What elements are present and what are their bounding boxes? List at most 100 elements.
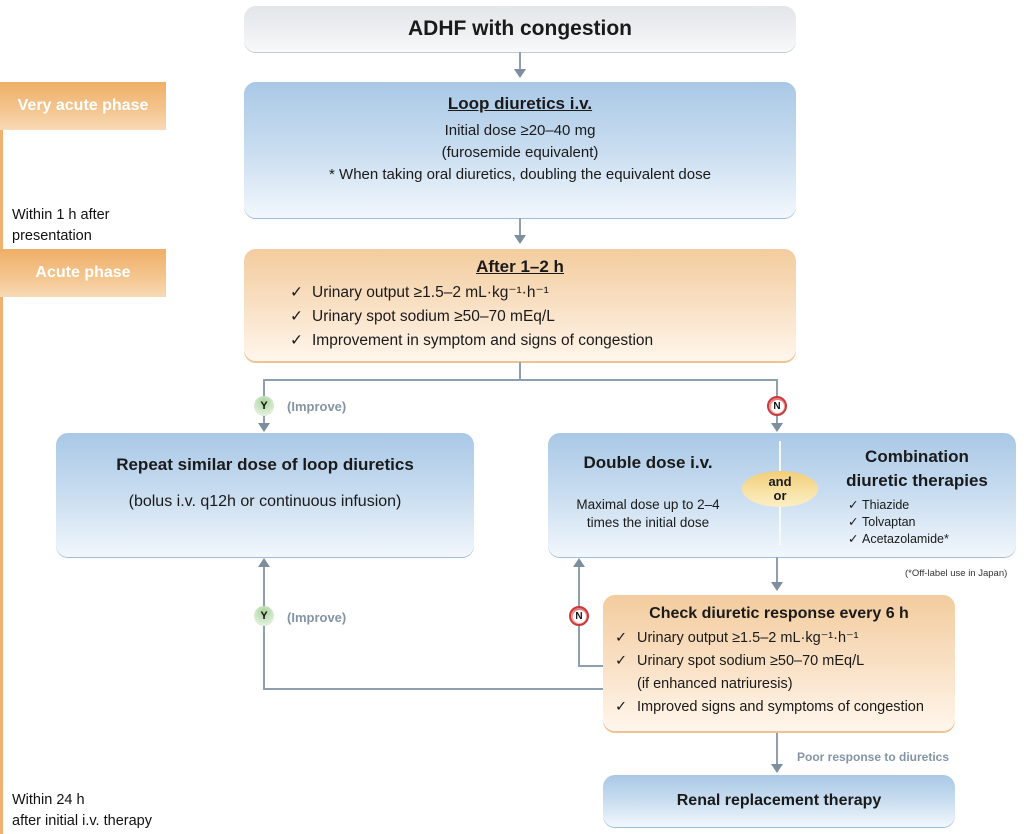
double-dose-line: times the initial dose: [586, 515, 710, 530]
phase-very-acute: Very acute phase: [0, 82, 166, 130]
renal-title: Renal replacement therapy: [676, 792, 882, 809]
after-1-2h-box: After 1–2 h ✓ Urinary output ≥1.5–2 mL·kg…: [244, 249, 796, 361]
badge-text: N: [770, 399, 784, 413]
connector-line: [776, 557, 778, 583]
arrow-up-icon: [258, 558, 270, 567]
loop-back-line-no: [578, 665, 603, 667]
phase-label: Acute phase: [35, 264, 131, 281]
loop-diuretics-dose: Initial dose ≥20–40 mg: [444, 122, 596, 139]
off-label-footnote: (*Off-label use in Japan): [905, 568, 1008, 579]
arrow-down-icon: [514, 235, 526, 244]
and-or-connector: and or: [742, 471, 818, 507]
criteria-item: ✓ Urinary spot sodium ≥50–70 mEq/L: [290, 305, 796, 329]
double-dose-description: Maximal dose up to 2–4 times the initial…: [548, 496, 748, 532]
combination-text: Acetazolamide*: [862, 532, 949, 546]
no-badge-icon: N: [767, 396, 787, 416]
escalation-box: Double dose i.v. Maximal dose up to 2–4 …: [548, 433, 1016, 557]
check-icon: ✓: [290, 332, 303, 349]
criteria-item: ✓ Improved signs and symptoms of congesti…: [615, 696, 955, 719]
time-note-line: after initial i.v. therapy: [12, 813, 152, 829]
criteria-item: ✓ Urinary output ≥1.5–2 mL·kg⁻¹·h⁻¹: [290, 281, 796, 305]
double-dose-title: Double dose i.v.: [583, 453, 713, 472]
criteria-text: Urinary spot sodium ≥50–70 mEq/L: [637, 653, 865, 669]
loop-diuretics-note: * When taking oral diuretics, doubling t…: [329, 166, 711, 183]
renal-replacement-box: Renal replacement therapy: [603, 775, 955, 827]
after-1-2h-title: After 1–2 h: [476, 257, 564, 276]
connector-and: and: [768, 474, 792, 489]
time-note-1h: Within 1 h after presentation: [12, 205, 110, 247]
combination-list: ✓Thiazide ✓Tolvaptan ✓Acetazolamide*: [848, 497, 949, 548]
badge-text: N: [572, 609, 586, 623]
arrow-down-icon: [514, 69, 526, 78]
time-note-line: Within 1 h after: [12, 207, 110, 223]
yes-badge-icon: Y: [254, 606, 274, 626]
check-icon: ✓: [290, 284, 303, 301]
check-icon: ✓: [615, 653, 628, 669]
loop-back-line-yes: [263, 688, 603, 690]
check-icon: ✓: [848, 498, 859, 512]
criteria-item: ✓ Improvement in symptom and signs of con…: [290, 329, 796, 353]
arrow-down-icon: [771, 764, 783, 773]
double-dose-line: Maximal dose up to 2–4: [576, 497, 720, 512]
arrow-down-icon: [258, 423, 270, 432]
loop-diuretics-box: Loop diuretics i.v. Initial dose ≥20–40 …: [244, 82, 796, 218]
combination-title: Combination diuretic therapies: [818, 445, 1016, 493]
repeat-dose-title: Repeat similar dose of loop diuretics: [116, 455, 414, 474]
check-icon: ✓: [615, 699, 628, 715]
check-response-box: Check diuretic response every 6 h ✓ Urina…: [603, 595, 955, 731]
criteria-text: Urinary spot sodium ≥50–70 mEq/L: [312, 308, 555, 325]
phase-label: Very acute phase: [17, 97, 149, 114]
check-icon: [615, 673, 637, 696]
improve-label: (Improve): [287, 399, 347, 414]
check-icon: ✓: [615, 630, 628, 646]
poor-response-label: Poor response to diuretics: [797, 750, 950, 764]
check-response-title: Check diuretic response every 6 h: [649, 605, 909, 622]
connector-line: [519, 362, 521, 380]
check-icon: ✓: [848, 515, 859, 529]
arrow-down-icon: [771, 582, 783, 591]
combination-title-line: Combination: [865, 447, 969, 466]
check-response-criteria: ✓ Urinary output ≥1.5–2 mL·kg⁻¹·h⁻¹ ✓ Urin…: [603, 627, 955, 719]
combination-item: ✓Thiazide: [848, 497, 949, 514]
loop-back-line-yes: [263, 566, 265, 689]
combination-item: ✓Tolvaptan: [848, 514, 949, 531]
improve-label: (Improve): [287, 610, 347, 625]
start-title: ADHF with congestion: [408, 17, 632, 40]
combination-text: Thiazide: [862, 498, 910, 512]
connector-line: [519, 52, 521, 70]
loop-diuretics-title: Loop diuretics i.v.: [447, 94, 593, 113]
time-note-24h: Within 24 h after initial i.v. therapy: [12, 790, 152, 832]
criteria-text: (if enhanced natriuresis): [637, 676, 793, 692]
criteria-item: ✓ Urinary output ≥1.5–2 mL·kg⁻¹·h⁻¹: [615, 627, 955, 650]
badge-text: Y: [260, 400, 268, 412]
combination-item: ✓Acetazolamide*: [848, 531, 949, 548]
connector-or: or: [773, 488, 787, 503]
badge-text: Y: [260, 610, 268, 622]
connector-line: [519, 218, 521, 236]
check-icon: ✓: [848, 532, 859, 546]
timeline-bar: [0, 82, 3, 834]
criteria-text: Improvement in symptom and signs of cong…: [312, 332, 654, 349]
criteria-text: Improved signs and symptoms of congestio…: [637, 699, 924, 715]
loop-diuretics-equivalent: (furosemide equivalent): [441, 144, 599, 161]
check-icon: ✓: [290, 308, 303, 325]
start-box-adhf: ADHF with congestion: [244, 6, 796, 52]
time-note-line: presentation: [12, 228, 92, 244]
branch-line: [263, 379, 778, 381]
criteria-item: (if enhanced natriuresis): [615, 673, 955, 696]
no-badge-icon: N: [569, 606, 589, 626]
repeat-dose-box: Repeat similar dose of loop diuretics (b…: [56, 433, 474, 557]
connector-line: [776, 733, 778, 765]
arrow-down-icon: [771, 423, 783, 432]
phase-acute: Acute phase: [0, 249, 166, 297]
arrow-up-icon: [573, 558, 585, 567]
combination-text: Tolvaptan: [862, 515, 916, 529]
after-1-2h-criteria: ✓ Urinary output ≥1.5–2 mL·kg⁻¹·h⁻¹ ✓ Urin…: [244, 281, 796, 353]
criteria-text: Urinary output ≥1.5–2 mL·kg⁻¹·h⁻¹: [312, 284, 549, 301]
time-note-line: Within 24 h: [12, 792, 85, 808]
combination-title-line: diuretic therapies: [846, 471, 988, 490]
yes-badge-icon: Y: [254, 396, 274, 416]
criteria-item: ✓ Urinary spot sodium ≥50–70 mEq/L: [615, 650, 955, 673]
criteria-text: Urinary output ≥1.5–2 mL·kg⁻¹·h⁻¹: [637, 630, 859, 646]
repeat-dose-subtitle: (bolus i.v. q12h or continuous infusion): [128, 493, 402, 510]
